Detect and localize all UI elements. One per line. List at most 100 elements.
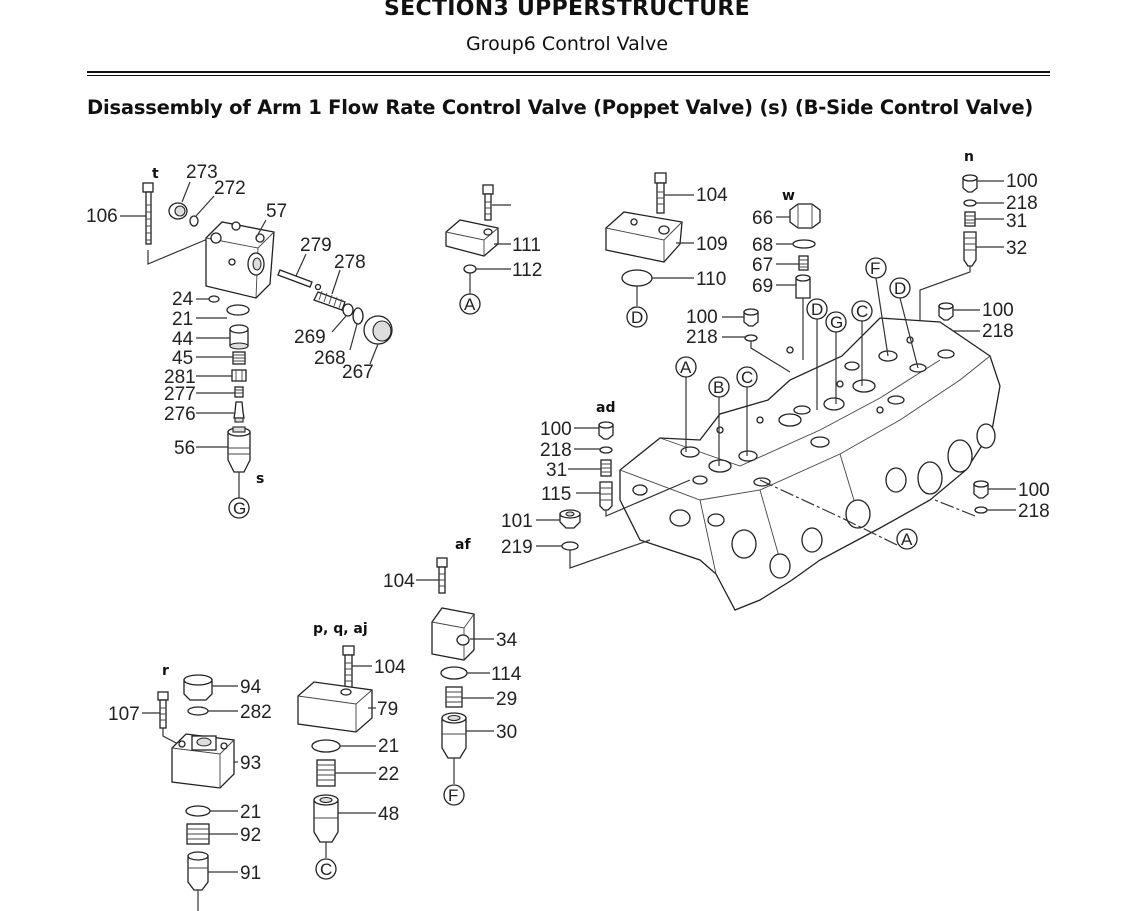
part-plug-94 [183,674,213,701]
header-rule-thin [87,75,1050,76]
part-bolt-104-pq [342,645,355,690]
part-sleeve-56 [227,426,251,473]
part-oring-21-pq [311,739,341,753]
group-label-s: s [256,471,264,487]
part-spring-29 [445,686,463,708]
part-spring-277 [234,386,244,398]
group-label-n: n [964,149,974,165]
callout-100-m: 100 [686,307,718,328]
part-sleeve-48 [313,794,339,843]
part-cover-109 [605,211,683,263]
callout-31-n: 31 [1006,211,1027,232]
callout-66: 66 [752,208,773,229]
group-label-pqaj: p, q, aj [313,621,368,637]
part-oring-282 [187,706,209,716]
ref-letter-f: F [448,786,458,805]
callout-34: 34 [496,630,518,651]
part-oring-218-ad [599,446,613,454]
group-label-t: t [152,166,159,182]
callout-56: 56 [174,438,195,459]
callout-100-n: 100 [1006,171,1038,192]
assembly-pqaj: p, q, aj 104 79 21 22 48 [297,621,406,880]
callout-267: 267 [342,362,374,383]
header-rule-thick [87,71,1050,73]
assembly-ad: ad 100 218 31 115 101 219 [501,400,691,569]
callout-93: 93 [240,753,261,774]
part-poppet-32-n [963,231,977,267]
assembly-plug-100-218: 100 218 [686,307,791,373]
part-oring-114 [440,666,468,680]
part-spring-278 [313,290,346,311]
part-plug-44 [229,324,249,350]
ref-letter-g: G [233,499,246,518]
assembly-w: w 66 68 67 69 [752,188,821,360]
assembly-cover-a: 111 112 A [445,184,542,315]
part-oring-110 [621,269,653,287]
ref-circle-c [315,858,337,880]
callout-219: 219 [501,537,533,558]
callout-278: 278 [334,252,366,273]
body-ref-letters: A B C D G C F D A [675,257,919,550]
part-spring-31-n [964,211,976,227]
callout-57: 57 [266,201,287,222]
part-poppet-276 [233,401,245,423]
part-bolt-104-af [436,557,448,594]
assembly-n: n 100 218 31 32 [919,149,1038,360]
ref-letter-a-body: A [680,358,692,377]
callout-277: 277 [164,384,196,405]
callout-104-af: 104 [383,571,415,592]
part-oring-68 [792,239,816,249]
callout-69: 69 [752,276,773,297]
assembly-t-s: t 106 273 272 57 [86,162,393,519]
callout-48: 48 [378,804,399,825]
part-bolt-125 [482,184,494,221]
part-oring-218-m [744,334,758,342]
part-plug-100-n [962,174,978,193]
part-housing-57 [205,221,275,299]
callout-68: 68 [752,235,773,256]
part-plug-100-r2 [973,480,989,499]
callout-111: 111 [512,235,541,256]
valve-body [619,317,1001,611]
ref-letter-b-body: B [713,378,724,397]
assembly-r: r 94 282 107 93 21 [108,663,272,911]
section-title: SECTION3 UPPERSTRUCTURE [384,0,750,21]
part-oring-219 [561,541,579,551]
callout-268: 268 [314,348,346,369]
part-nut-281 [231,369,247,382]
ref-circle-a [459,293,481,315]
ref-circle-f [443,784,465,806]
group-label-ad: ad [596,400,615,416]
ref-letter-d-body: D [811,300,823,319]
callout-91: 91 [240,863,261,884]
callout-279: 279 [300,235,332,256]
callout-115: 115 [541,484,571,505]
ref-letter-c: C [320,860,332,879]
group-label-w: w [782,188,795,204]
callout-67: 67 [752,255,773,276]
ref-letter-d: D [631,308,643,327]
part-poppet-69 [795,274,811,299]
part-plug-100-r1 [938,302,954,321]
ref-letter-a-body2: A [901,530,913,549]
part-spring-45 [232,351,246,365]
callout-30: 30 [496,722,517,743]
callout-107: 107 [108,704,140,725]
callout-273: 273 [186,162,218,183]
part-spring-22 [316,759,336,787]
callout-218-ad: 218 [540,440,572,461]
assembly-cover-d: 104 109 110 D [605,172,728,328]
callout-269: 269 [294,327,326,348]
part-spring-31-ad [600,459,612,477]
callout-29: 29 [496,689,517,710]
ref-letter-c-body2: C [856,302,868,321]
part-spring-67 [798,255,809,271]
part-cover-111 [445,219,499,257]
ref-circle-d [626,306,648,328]
callout-31-ad: 31 [546,460,567,481]
callout-24: 24 [172,289,194,310]
callout-282: 282 [240,702,272,723]
callout-272: 272 [214,178,246,199]
callout-276: 276 [164,404,196,425]
